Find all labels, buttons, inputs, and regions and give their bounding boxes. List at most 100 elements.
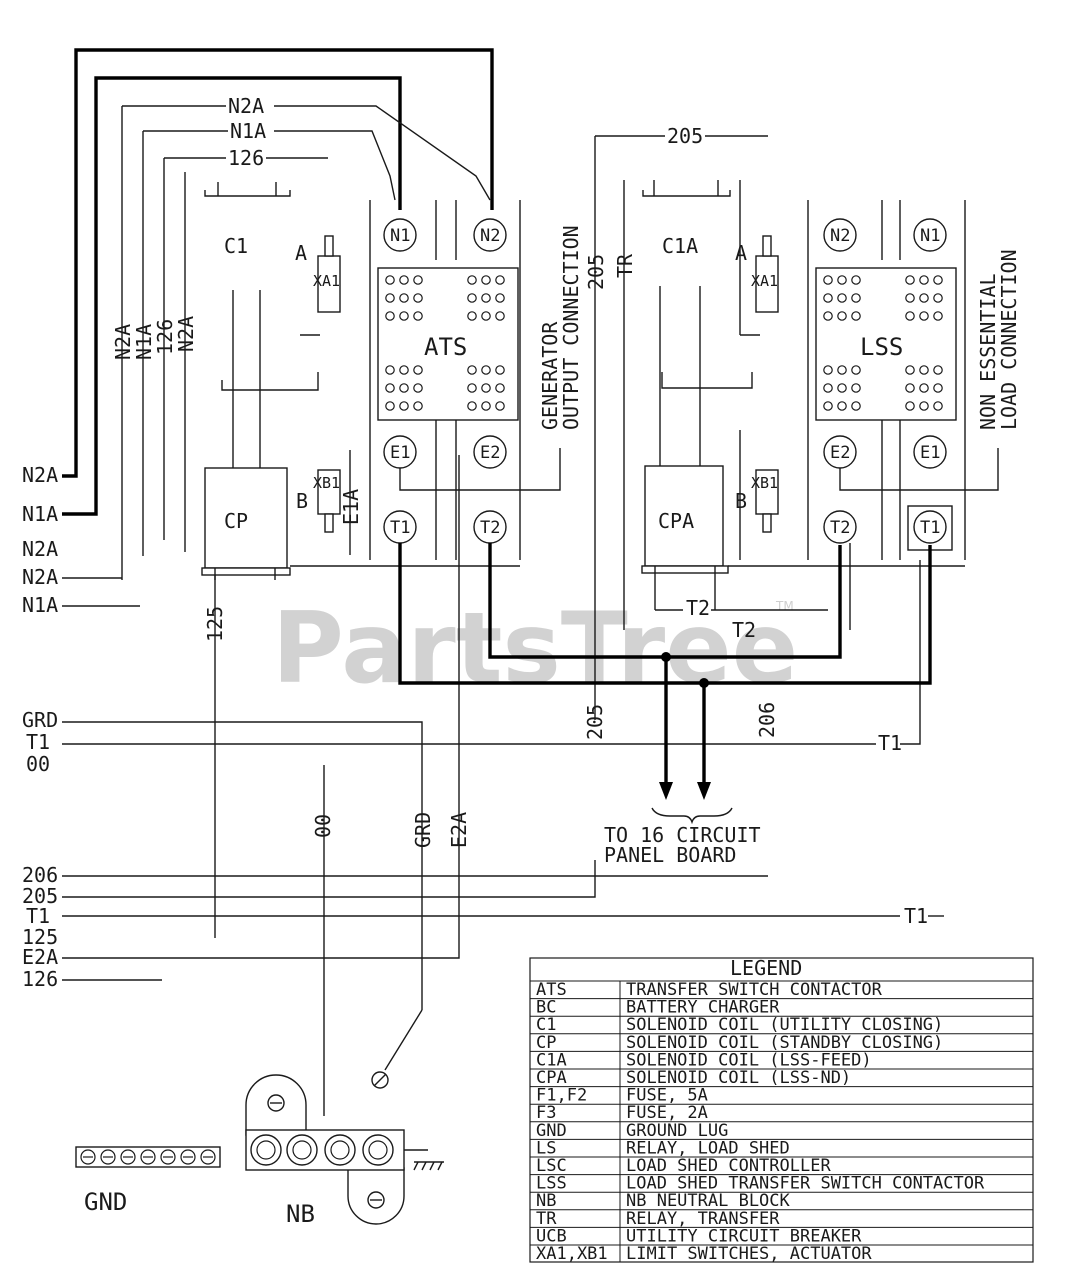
contact-dot [919,383,929,393]
legend-code: F1,F2 [536,1086,587,1106]
svg-text:GENERATOR: GENERATOR [538,321,562,430]
contact-dot [837,293,847,303]
vlabel-125: 125 [203,606,227,642]
contact-dot [481,401,491,411]
svg-text:TO 16 CIRCUIT: TO 16 CIRCUIT [604,823,761,847]
vlabel-grd: GRD [411,812,435,848]
legend-desc: SOLENOID COIL (LSS-ND) [626,1068,851,1088]
left-label-t1b: T1 [26,904,50,928]
contact-dot [905,365,915,375]
t1-label-right2: T1 [904,904,928,928]
lss-terminal-t2 [823,510,857,544]
contact-dot [823,275,833,285]
contact-dot [385,311,395,321]
contact-dot [933,275,943,285]
legend-code: LSS [536,1174,567,1194]
lss-terminal-n1 [913,218,947,252]
contact-dot [467,365,477,375]
contact-dot [385,401,395,411]
svg-text:PANEL BOARD: PANEL BOARD [604,843,736,867]
contact-dot [399,401,409,411]
legend-code: UCB [536,1226,567,1246]
svg-text:N2: N2 [480,226,500,246]
svg-text:T2: T2 [830,518,850,538]
lss-tag-b: B [735,489,747,513]
contact-dot [413,293,423,303]
lss-switch-xa1-label: XA1 [751,272,778,290]
svg-text:T2: T2 [480,518,500,538]
contact-dot [467,293,477,303]
legend-code: GND [536,1121,567,1141]
left-label-00: 00 [26,752,50,776]
contact-dot [413,401,423,411]
contact-dot [467,275,477,285]
lss-terminal-t1 [913,510,947,544]
contact-dot [399,365,409,375]
vlabel-e2a: E2A [447,812,471,848]
lss-tag-a: A [735,241,747,265]
contact-dot [837,365,847,375]
legend-code: XA1,XB1 [536,1244,608,1264]
left-label-206: 206 [22,863,58,887]
ats-tag-b: B [296,489,308,513]
contact-dot [413,383,423,393]
neutral-block: NB [245,1071,444,1228]
legend-code: TR [536,1209,557,1229]
nb-label: NB [286,1200,315,1228]
label-205-top: 205 [667,124,703,148]
gnd-label: GND [84,1188,127,1216]
vlabel-n2a: N2A [111,324,135,360]
contact-dot [481,275,491,285]
ats-terminal-n1 [383,218,417,252]
legend-code: C1 [536,1015,556,1035]
legend-desc: RELAY, TRANSFER [626,1209,780,1229]
contact-dot [919,401,929,411]
contact-dot [413,311,423,321]
contact-dot [851,293,861,303]
svg-text:E2: E2 [830,443,850,463]
contact-dot [399,383,409,393]
contact-dot [399,311,409,321]
contact-dot [919,275,929,285]
contact-dot [385,383,395,393]
ats-switch-xb1-label: XB1 [313,474,340,492]
legend-code: CPA [536,1068,567,1088]
contact-dot [385,275,395,285]
legend-code: NB [536,1191,556,1211]
contact-dot [905,311,915,321]
lss-assembly: C1A XA1 A XB1 B CPA T2 T2 LSS [641,180,999,642]
lss-t2-label-b: T2 [732,618,756,642]
legend-desc: NB NEUTRAL BLOCK [626,1191,791,1211]
contact-dot [495,365,505,375]
svg-text:N2: N2 [830,226,850,246]
ats-assembly: C1 XA1 A XB1 B CP ATS N1 [201,182,561,580]
ats-switch-xa1-label: XA1 [313,272,340,290]
lss-coil-c1a: C1A [662,234,698,258]
ats-coil-cp: CP [224,509,248,533]
legend-desc: LOAD SHED CONTROLLER [626,1156,831,1176]
lss-coil-cpa: CPA [658,509,694,533]
left-label-3: N2A [22,537,58,561]
legend-desc: BATTERY CHARGER [626,998,780,1018]
vlabel-tr: TR [613,253,637,278]
legend-code: F3 [536,1103,556,1123]
left-label-t1: T1 [26,730,50,754]
left-label-126: 126 [22,967,58,991]
legend-code: LS [536,1138,556,1158]
lss-terminal-e1 [913,435,947,469]
vlabel-e1a: E1A [339,489,363,525]
contact-dot [905,383,915,393]
ats-terminal-n2 [473,218,507,252]
left-label-2: N1A [22,502,58,526]
contact-dot [837,383,847,393]
contact-dot [495,293,505,303]
contact-dot [823,365,833,375]
top-wire-labels: N2A N1A 126 205 [226,94,705,170]
contact-dot [413,365,423,375]
watermark-brand: PartsTree [272,592,798,706]
contact-dot [837,311,847,321]
contact-dot [933,365,943,375]
contact-dot [481,311,491,321]
legend-code: CP [536,1033,556,1053]
legend-desc: UTILITY CIRCUIT BREAKER [626,1226,862,1246]
